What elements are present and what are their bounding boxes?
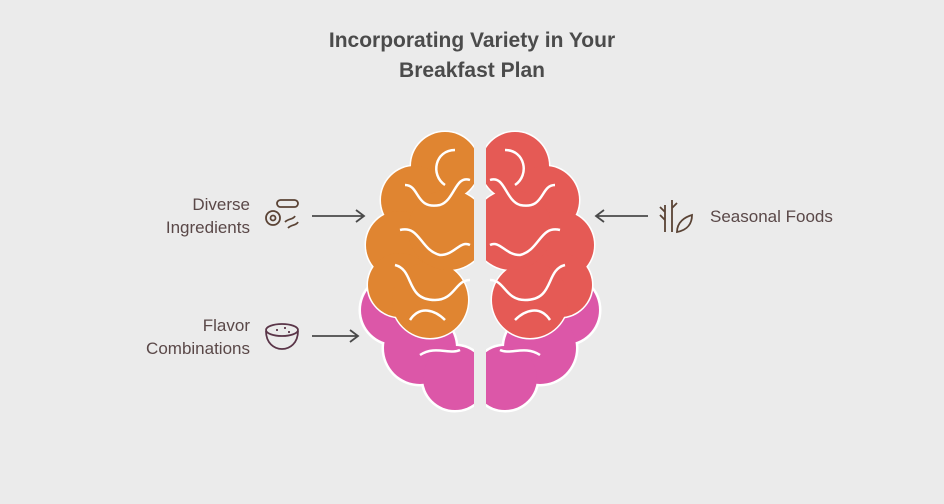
label-line: Combinations (146, 339, 250, 358)
left-hemisphere (364, 130, 474, 357)
arrow-diverse (312, 209, 366, 223)
label-line: Diverse (192, 195, 250, 214)
label-seasonal-foods: Seasonal Foods (710, 207, 833, 226)
right-hemisphere (486, 130, 596, 357)
title-line-1: Incorporating Variety in Your (328, 29, 616, 52)
label-line: Flavor (202, 316, 250, 335)
arrow-flavor (312, 329, 360, 343)
plant-leaf-icon (659, 200, 693, 234)
bowl-icon (265, 323, 299, 350)
arrow-seasonal (594, 209, 648, 223)
label-line: Ingredients (165, 218, 250, 237)
title-line-2: Breakfast Plan (399, 59, 545, 82)
breakfast-plate-icon (265, 199, 299, 229)
